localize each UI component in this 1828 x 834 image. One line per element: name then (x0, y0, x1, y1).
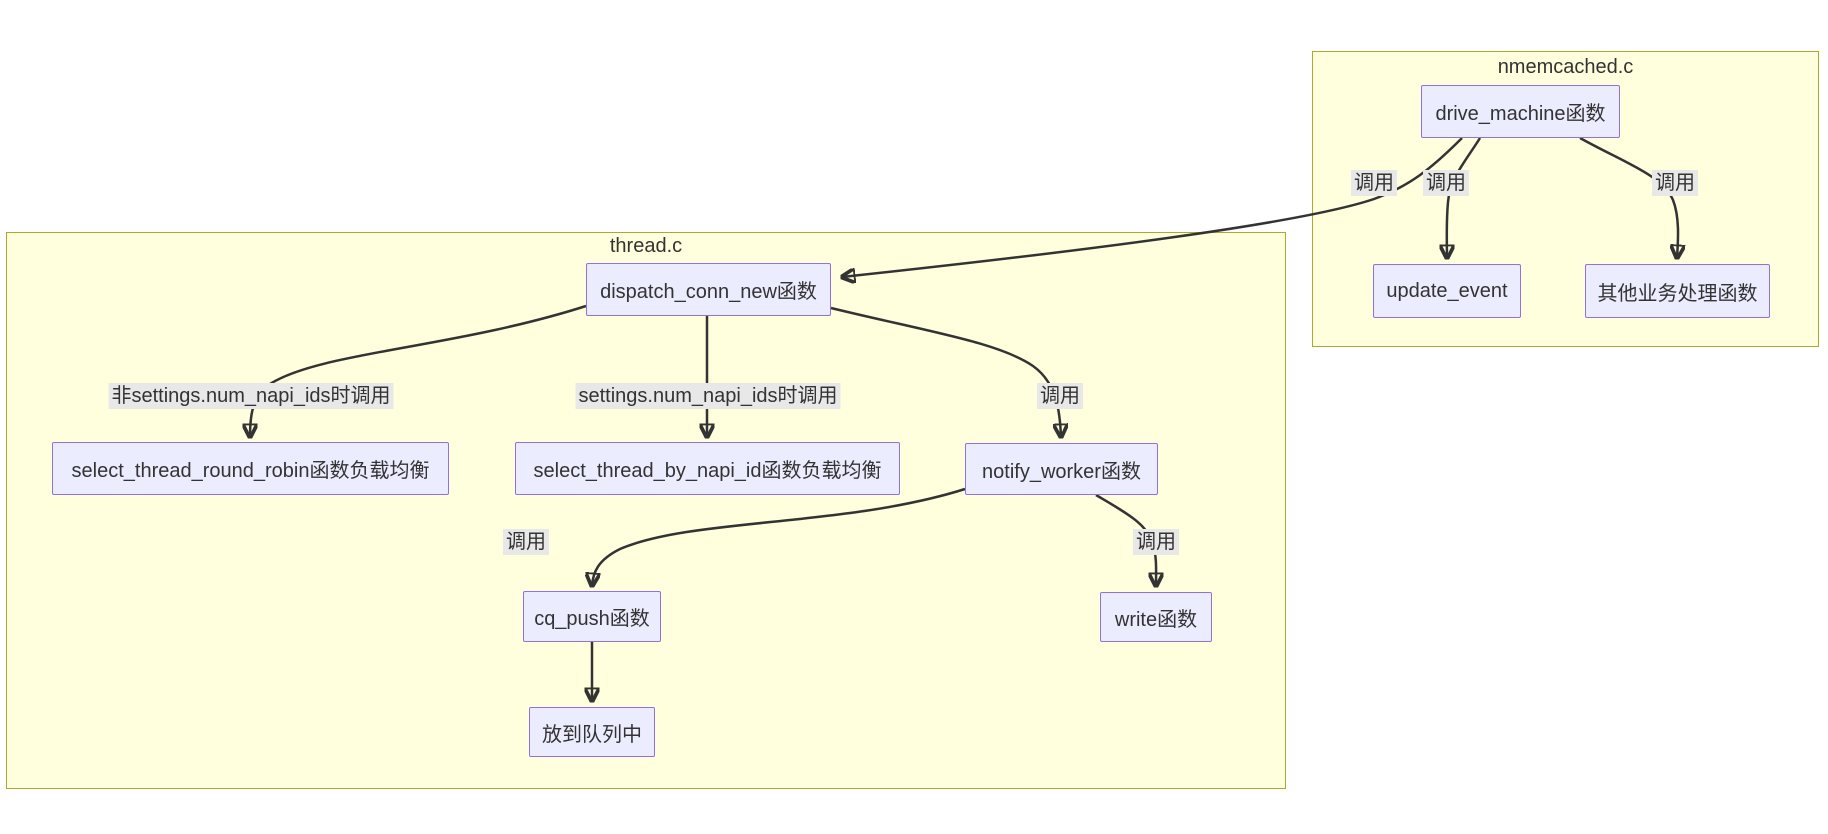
node-cq-push: cq_push函数 (523, 591, 661, 642)
cluster-nmemcached-label: nmemcached.c (1497, 56, 1634, 78)
edge-label-call-write: 调用 (1133, 529, 1179, 555)
node-dispatch-conn-new: dispatch_conn_new函数 (586, 263, 831, 316)
node-other-business: 其他业务处理函数 (1585, 264, 1770, 318)
node-drive-machine: drive_machine函数 (1421, 85, 1620, 138)
edge-label-call-update-event: 调用 (1423, 170, 1469, 196)
node-update-event: update_event (1373, 264, 1521, 318)
cluster-thread-label: thread.c (609, 235, 683, 257)
node-enqueue: 放到队列中 (529, 707, 655, 757)
node-notify-worker: notify_worker函数 (965, 443, 1158, 495)
edge-label-napi-condition: settings.num_napi_ids时调用 (575, 383, 841, 409)
edge-label-call-dispatch: 调用 (1351, 170, 1397, 196)
edge-label-call-other-business: 调用 (1652, 170, 1698, 196)
node-select-thread-round-robin: select_thread_round_robin函数负载均衡 (52, 442, 449, 495)
node-select-thread-by-napi-id: select_thread_by_napi_id函数负载均衡 (515, 442, 900, 495)
edge-label-call-cq-push: 调用 (503, 529, 549, 555)
edge-label-not-napi-condition: 非settings.num_napi_ids时调用 (108, 383, 394, 409)
edge-label-call-notify-worker: 调用 (1037, 383, 1083, 409)
node-write: write函数 (1100, 592, 1212, 642)
